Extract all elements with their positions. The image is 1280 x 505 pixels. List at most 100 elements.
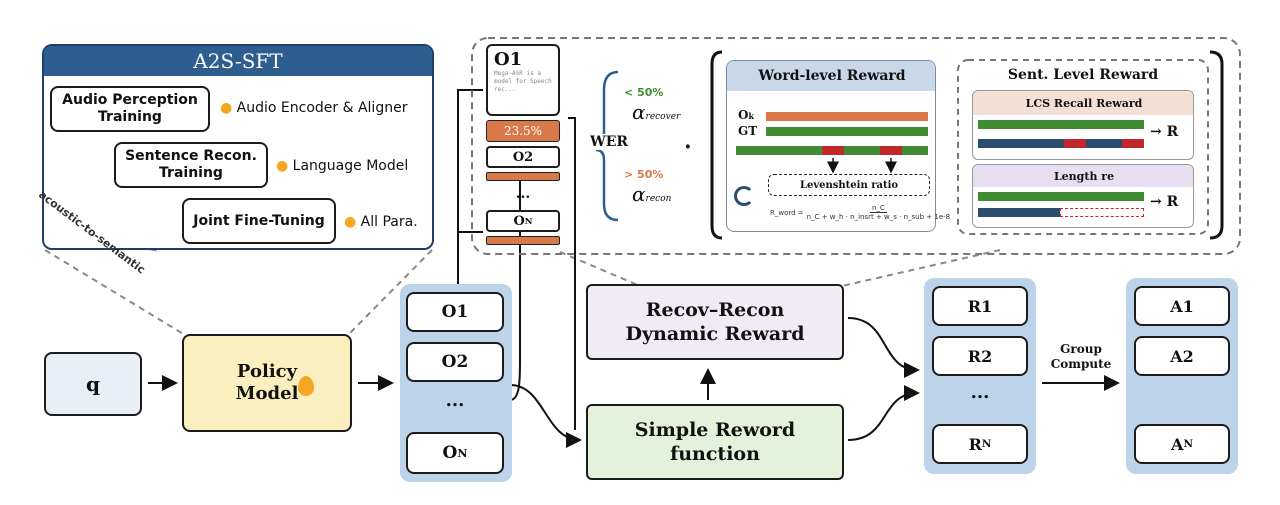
word-bar-error-2 <box>880 146 902 155</box>
advantage-an-sub: N <box>1183 438 1193 450</box>
sft-part-lm: ● Language Model <box>276 158 408 174</box>
low-threshold: < 50% <box>624 86 664 99</box>
detail-o2-bar <box>486 172 560 181</box>
policy-model-label: Policy Model <box>235 361 299 404</box>
word-reward-title: Word-level Reward <box>727 61 935 91</box>
output-on-sub: N <box>457 446 468 460</box>
simple-reward-label: Simple Reword function <box>634 419 796 465</box>
detail-on-bar <box>486 236 560 245</box>
detail-on-label: O <box>513 213 525 229</box>
output-ellipsis: ... <box>445 389 465 411</box>
cycle-icon <box>734 186 754 206</box>
reward-r1: R1 <box>932 286 1028 326</box>
length-bar-gt <box>978 192 1144 201</box>
sft-stage-joint: Joint Fine-Tuning <box>182 198 336 244</box>
output-on-label: O <box>442 443 458 463</box>
ok-label: Ok <box>738 108 754 122</box>
word-error-arrows <box>827 158 897 174</box>
reward-ellipsis: ... <box>970 381 990 403</box>
ok-label-sub: k <box>748 111 754 121</box>
detail-o1-card: O1 Mega-ASR is a model for Speech rec... <box>486 44 560 116</box>
lcs-bar-gt <box>978 120 1144 129</box>
lcs-bar-error-2 <box>1122 139 1144 148</box>
high-threshold: > 50% <box>624 168 664 181</box>
word-formula: R_word = n_C n_C + w_h · n_insrt + w_s ·… <box>770 204 950 221</box>
sft-part-encoder: ● Audio Encoder & Aligner <box>220 100 407 116</box>
flame-icon: ● <box>344 214 357 230</box>
output-o1: O1 <box>406 292 504 332</box>
detail-ellipsis: ... <box>515 186 531 202</box>
flame-icon: ● <box>220 100 233 116</box>
lcs-bar-out <box>978 139 1144 148</box>
dynamic-reward-box: Recov–Recon Dynamic Reward <box>586 284 844 360</box>
length-bar-missing <box>1060 208 1144 217</box>
levenshtein-box: Levenshtein ratio <box>768 174 930 196</box>
sent-reward-title: Sent. Level Reward <box>1007 67 1159 83</box>
link-on-detail <box>457 231 483 290</box>
arrow-outputs-simple <box>509 384 582 448</box>
lcs-bar-error-1 <box>1064 139 1086 148</box>
zoom-line-left <box>44 249 186 336</box>
dynamic-reward-label: Recov–Recon Dynamic Reward <box>625 299 805 345</box>
detail-o1-wer-bar: 23.5% <box>486 120 560 142</box>
detail-on-sub: N <box>524 216 533 226</box>
alpha-recover-sub: recover <box>645 112 681 122</box>
sft-part-lm-label: Language Model <box>292 158 409 174</box>
word-bar-gt <box>766 127 928 136</box>
simple-reward-box: Simple Reword function <box>586 404 844 480</box>
detail-o1-title: O1 <box>494 49 523 70</box>
detail-o2-card: O2 <box>486 146 560 168</box>
wer-label: WER <box>588 134 631 150</box>
link-o2-detail <box>509 179 538 401</box>
reward-rn-label: R <box>968 434 982 454</box>
ok-label-text: O <box>738 108 749 122</box>
word-bar-error-1 <box>822 146 844 155</box>
length-arrow-r: → R <box>1150 194 1179 210</box>
arrow-simple-rewards <box>847 385 920 441</box>
zoom-line-detail-left <box>559 251 641 287</box>
arrow-dynamic-rewards <box>847 317 920 378</box>
zoom-line-detail-right <box>841 249 1001 287</box>
sft-part-all-label: All Para. <box>360 214 418 230</box>
word-bar-ok <box>766 112 928 121</box>
lcs-arrow-r: → R <box>1150 124 1179 140</box>
reward-bracket-right <box>1209 50 1224 240</box>
sft-stage-sentence-recon: Sentence Recon. Training <box>114 142 268 188</box>
advantage-a1: A1 <box>1134 286 1230 326</box>
alpha-recover: αrecover <box>632 100 680 124</box>
lcs-title: LCS Recall Reward <box>973 91 1193 115</box>
policy-model-box: Policy Model <box>182 334 352 432</box>
link-simple-detail <box>568 117 576 430</box>
formula-denominator: n_C + w_h · n_insrt + w_s · n_sub + 1e-8 <box>806 213 951 221</box>
group-compute-label: Group Compute <box>1050 342 1112 371</box>
alpha-recon-sub: recon <box>645 194 672 204</box>
alpha-symbol-recon: α <box>632 182 646 206</box>
reward-r2: R2 <box>932 336 1028 376</box>
link-o1-detail <box>457 89 483 290</box>
sft-part-all: ● All Para. <box>344 214 418 230</box>
sft-title: A2S-SFT <box>44 46 432 76</box>
flame-icon: ● <box>276 158 289 174</box>
advantage-a2: A2 <box>1134 336 1230 376</box>
wer-brace <box>595 70 619 222</box>
gt-label: GT <box>738 124 758 138</box>
reward-bracket-left <box>710 50 723 240</box>
detail-o1-text: Mega-ASR is a model for Speech rec... <box>494 70 552 93</box>
sent-level-border <box>957 59 1209 235</box>
formula-fraction: n_C n_C + w_h · n_insrt + w_s · n_sub + … <box>807 204 950 221</box>
sft-stage-audio-perception: Audio Perception Training <box>50 86 210 132</box>
formula-numerator: n_C <box>869 204 887 213</box>
reward-rn-sub: N <box>981 438 992 450</box>
query-box: q <box>44 352 142 416</box>
alpha-recon: αrecon <box>632 182 671 206</box>
sft-part-encoder-label: Audio Encoder & Aligner <box>236 100 408 116</box>
output-o2: O2 <box>406 342 504 382</box>
alpha-symbol-recover: α <box>632 100 646 124</box>
length-title: Length re <box>973 165 1193 187</box>
length-bar-out <box>978 208 1060 217</box>
advantage-an-label: A <box>1171 434 1184 454</box>
